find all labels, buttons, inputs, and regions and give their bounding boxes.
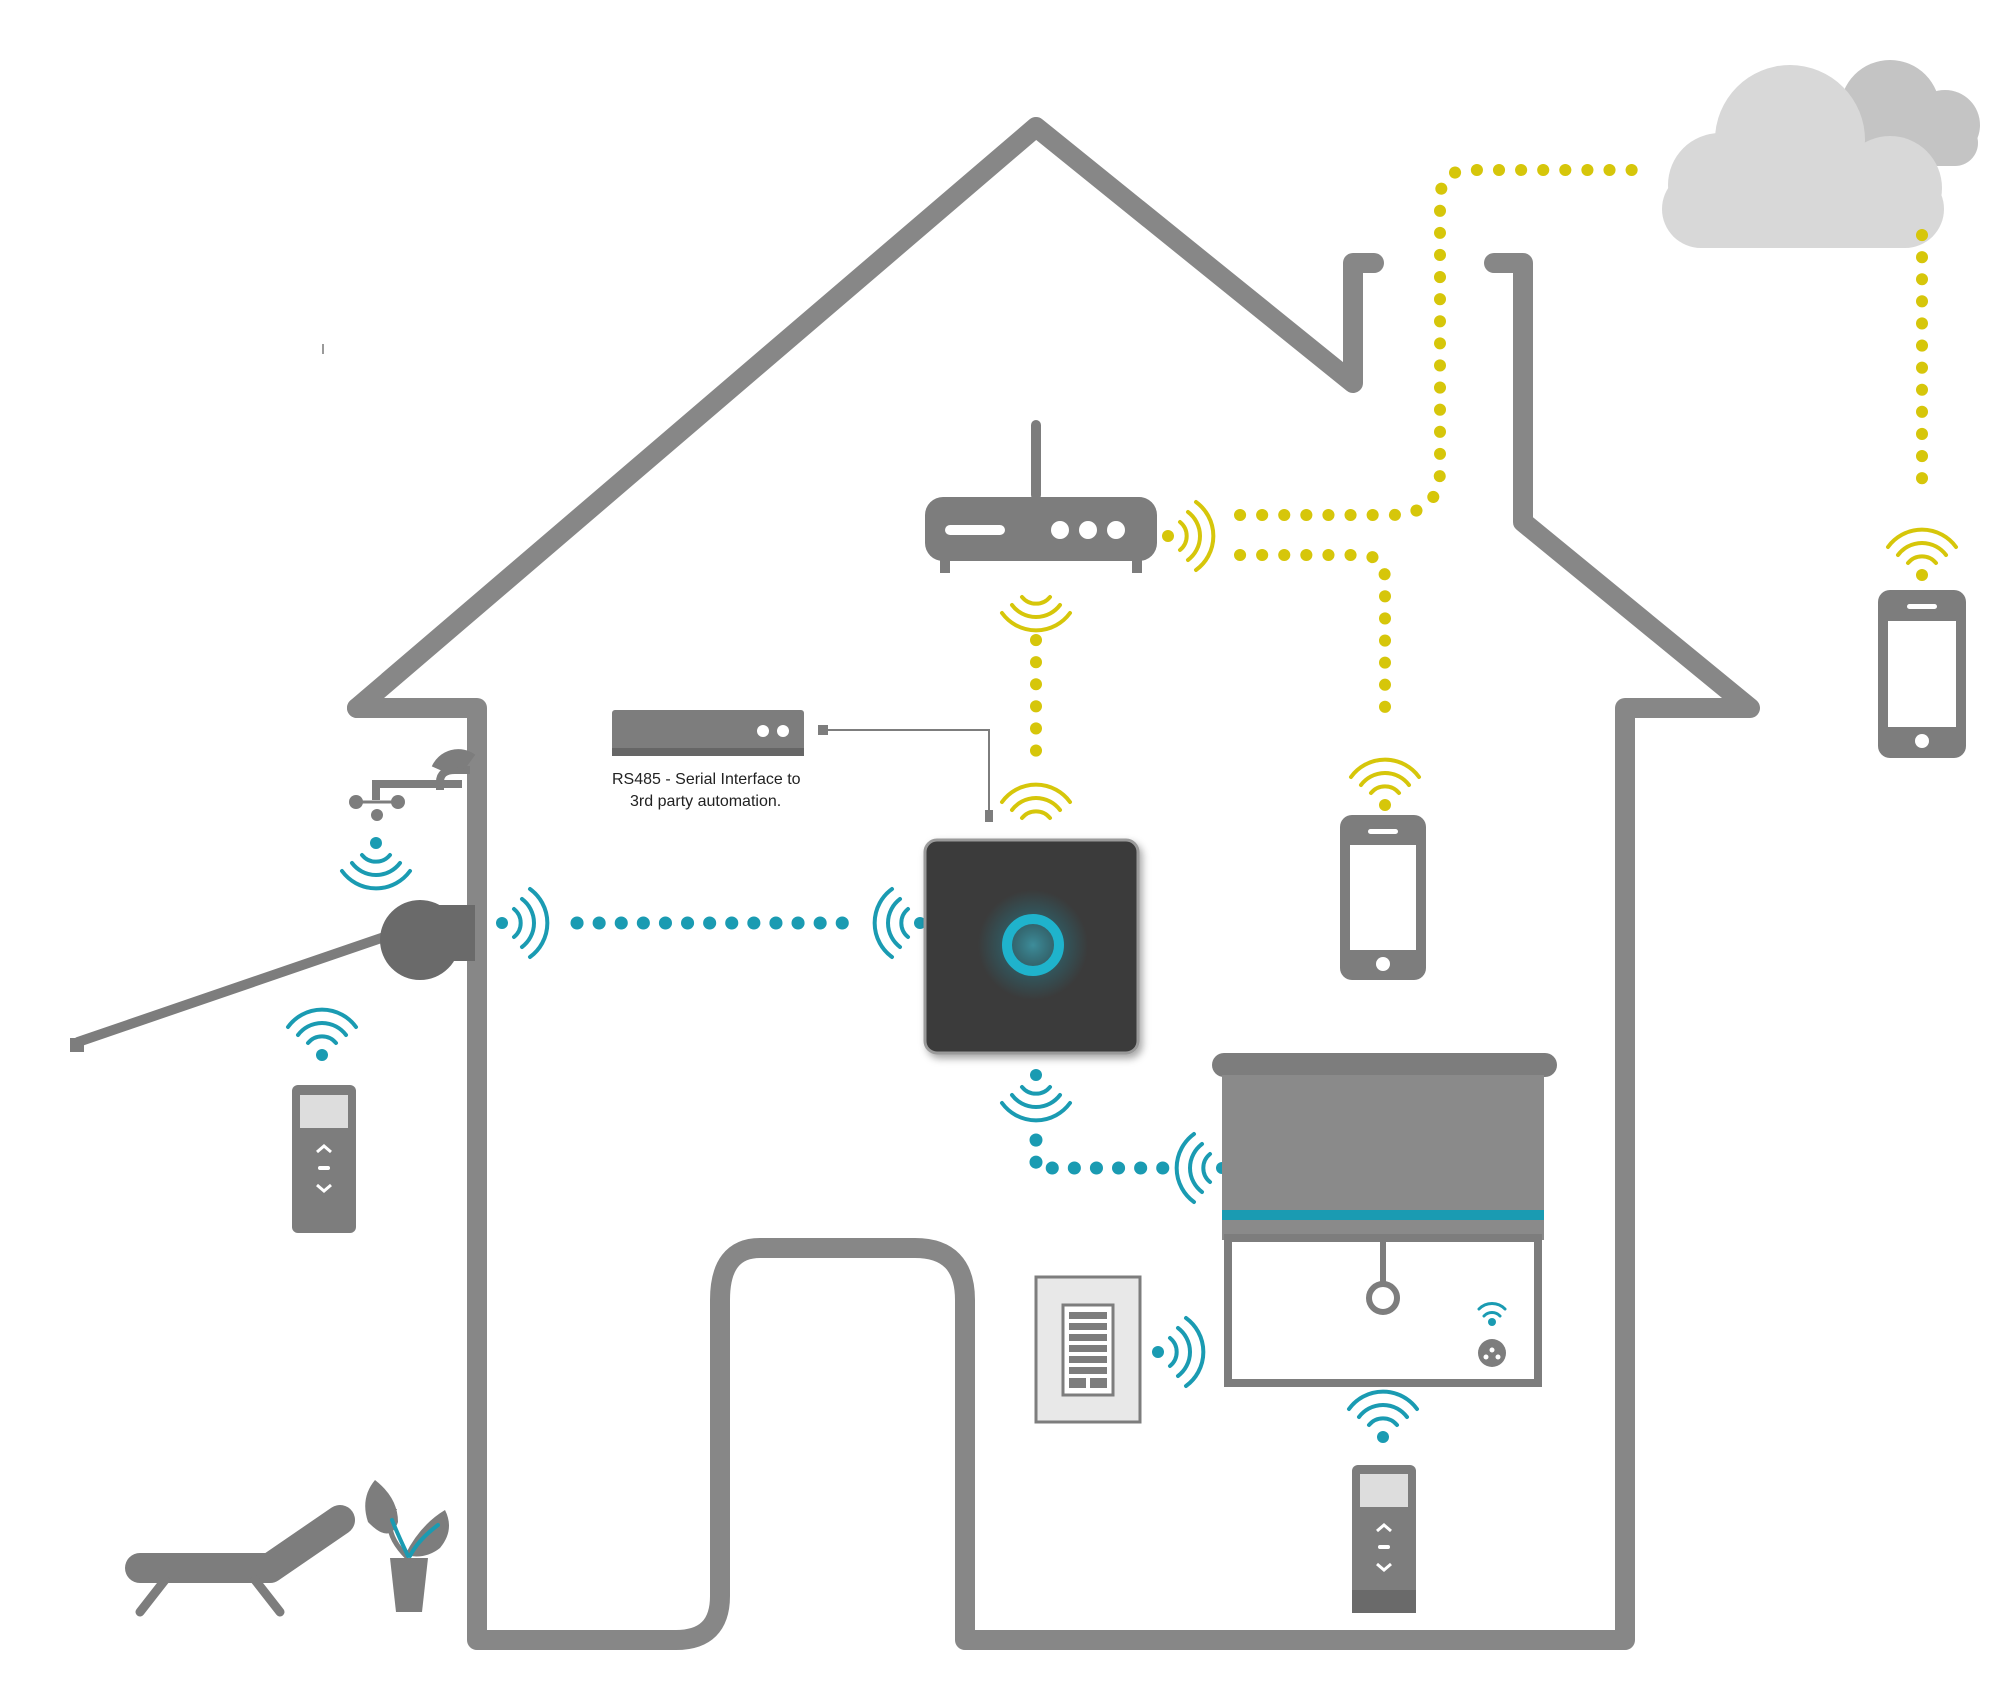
- router-to-cloud-link: [1234, 164, 1656, 521]
- remote-control-icon: [292, 1085, 356, 1233]
- sun-lounger-icon: [125, 1505, 355, 1617]
- router-to-phone-link: [1234, 549, 1391, 721]
- wall-switch-signal-icon: [1152, 1316, 1206, 1388]
- stray-tick: [322, 344, 324, 354]
- wifi-links: [1030, 164, 1928, 764]
- awning-icon: [70, 900, 475, 1052]
- hub-to-blind-link: [1029, 1133, 1172, 1175]
- serial-caption-line1: RS485 - Serial Interface to: [612, 771, 801, 788]
- awning-signal-icon: [496, 887, 550, 959]
- indoor-remote-signal-icon: [1347, 1389, 1419, 1443]
- wall-switch-icon: [1034, 1275, 1142, 1424]
- outdoor-smartphone-icon: [1878, 590, 1966, 758]
- outdoor-phone-signal-icon: [1886, 527, 1958, 581]
- wind-sensor-signal-icon: [340, 837, 412, 891]
- hub-left-signal-icon: [872, 887, 926, 959]
- cloud-icon: [1662, 60, 1980, 248]
- smartphone-icon: [1340, 815, 1426, 980]
- wifi-signal-arcs: [1000, 500, 1958, 820]
- roller-blind-icon: [1212, 1053, 1557, 1387]
- serial-interface-icon: [612, 710, 993, 822]
- router-signal-icon: [1162, 500, 1216, 572]
- router-down-signal-icon: [1000, 595, 1072, 633]
- serial-caption-line2: 3rd party automation.: [630, 793, 781, 810]
- indoor-remote-control-icon: [1352, 1465, 1416, 1613]
- house-outline: [347, 117, 1760, 1650]
- blind-signal-icon: [1174, 1132, 1228, 1204]
- hub-icon: [923, 838, 1140, 1055]
- phone-signal-icon: [1349, 757, 1421, 811]
- outdoor-remote-signal-icon: [286, 1007, 358, 1061]
- wind-sensor-icon: [349, 749, 476, 821]
- hub-up-signal-icon: [1000, 782, 1072, 820]
- hub-status-ring-icon: [1002, 914, 1064, 976]
- plant-icon: [365, 1480, 449, 1612]
- router-icon: [925, 420, 1157, 573]
- hub-down-signal-icon: [1000, 1069, 1072, 1123]
- radio-links: [570, 916, 1172, 1175]
- sun-sensor-icon: [1477, 1302, 1507, 1367]
